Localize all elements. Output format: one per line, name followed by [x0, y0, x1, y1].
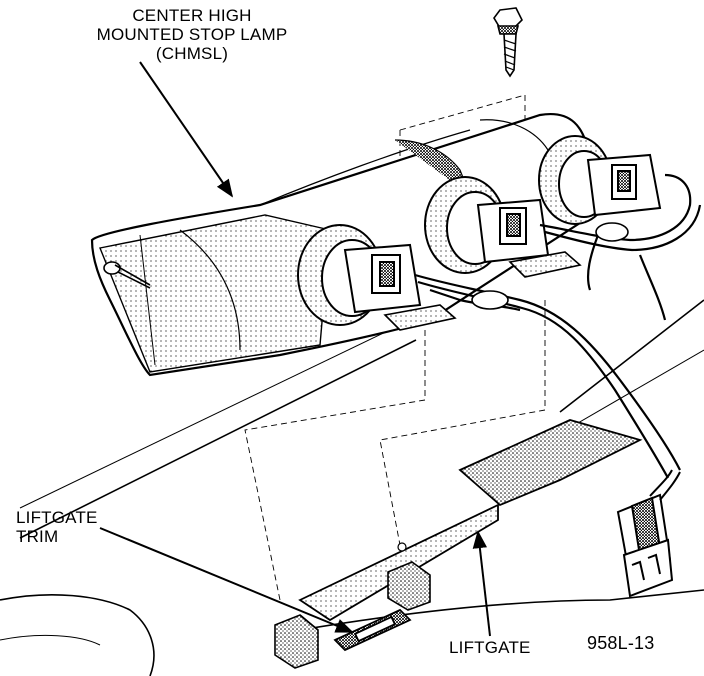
trim-label-line2: TRIM: [16, 527, 59, 546]
liftgate-arrow: [472, 530, 491, 637]
chmsl-label-line1: CENTER HIGH: [132, 6, 252, 25]
housing-bolt: [103, 261, 151, 289]
leader-arrows: [99, 61, 491, 637]
liftgate-label: LIFTGATE: [449, 638, 531, 657]
chmsl-label: CENTER HIGH MOUNTED STOP LAMP (CHMSL): [58, 6, 326, 63]
bulb-socket-center: [424, 176, 550, 274]
trim-label-line1: LIFTGATE: [16, 508, 98, 527]
liftgate-trim: [298, 419, 643, 652]
chmsl-label-line3: (CHMSL): [155, 44, 229, 63]
chmsl-label-line2: MOUNTED STOP LAMP: [96, 25, 288, 44]
trim-arrow: [99, 527, 354, 633]
figure-id: 958L-13: [587, 633, 655, 653]
mounting-screw: [493, 7, 523, 78]
trim-clip-right: [387, 561, 431, 611]
trim-clip-left: [274, 614, 319, 669]
screw-hole: [397, 542, 407, 552]
liftgate-panel: [0, 299, 704, 676]
socket-base-plates: [383, 251, 582, 331]
harness-clips: [471, 222, 629, 310]
liftgate-trim-label: LIFTGATE TRIM: [16, 508, 98, 546]
bulb-socket-left: [297, 224, 422, 326]
chmsl-arrow: [139, 61, 234, 198]
bulb-socket-right: [538, 135, 662, 225]
harness-connector: [616, 469, 681, 598]
